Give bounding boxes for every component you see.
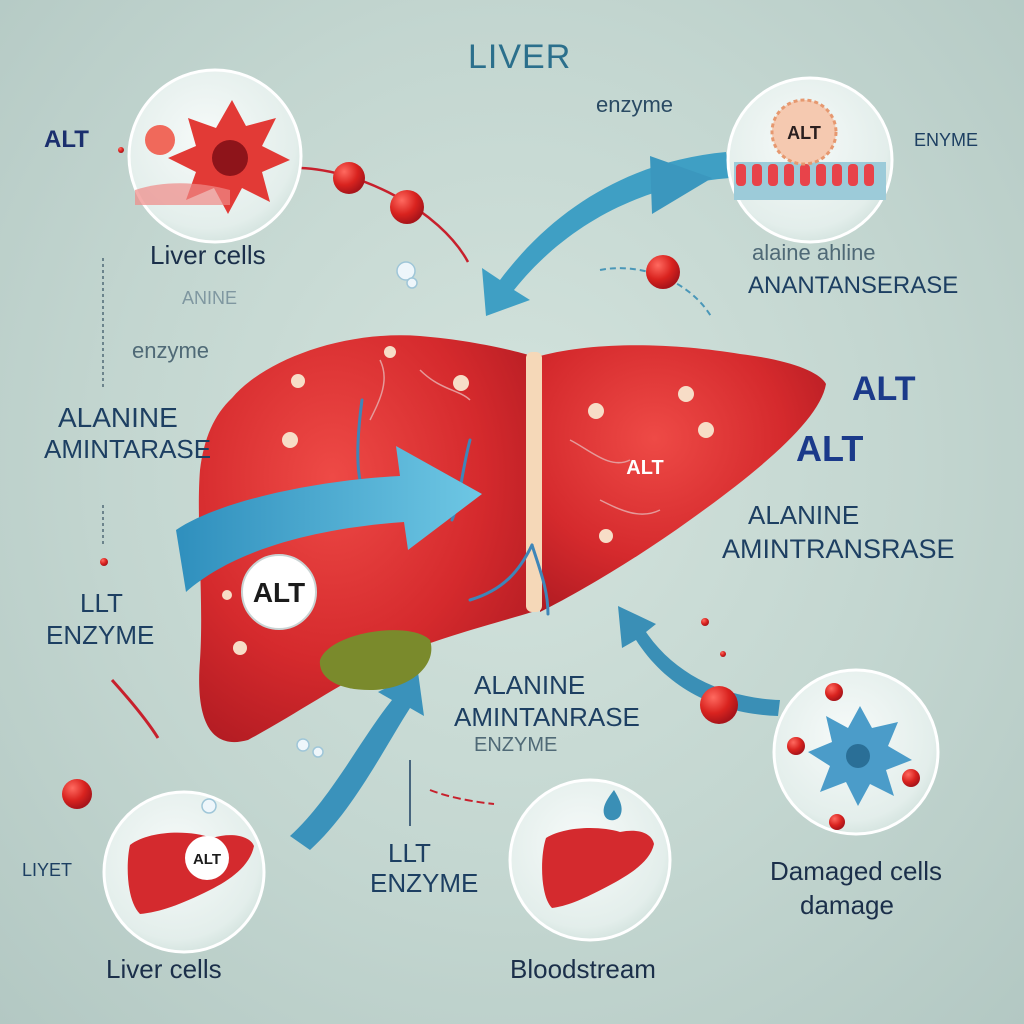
label-amintransrase-right: AMINTRANSRASE — [722, 534, 955, 564]
arrow-lower-left — [290, 672, 424, 850]
label-llt-center: LLT — [388, 838, 431, 868]
label-enzyme-left-2: ENZYME — [46, 620, 155, 650]
liver-right-lobe — [540, 345, 826, 612]
liver-alt-label-left: ALT — [253, 577, 305, 608]
label-enzyme-center-2: ENZYME — [370, 868, 479, 898]
arrow-top-head — [650, 156, 712, 214]
label-amintarase-left: AMINTARASE — [44, 434, 212, 464]
connector-line — [429, 789, 495, 805]
label-liyet: LIYET — [22, 860, 73, 880]
label-alanine-left: ALANINE — [58, 402, 178, 433]
circle-bottom-center — [508, 778, 672, 942]
bubbles — [201, 261, 418, 814]
small-liver-icon — [542, 828, 654, 908]
label-anine-faint: ANINE — [182, 288, 238, 308]
arrow-top — [482, 152, 730, 316]
label-enzyme-left: enzyme — [132, 338, 210, 363]
arrow-lower-right — [618, 606, 780, 716]
liver-left-lobe — [198, 335, 532, 743]
enzyme-blob-icon — [770, 98, 838, 166]
caption-bottom-left: Liver cells — [106, 954, 222, 984]
label-alanine-right: ALANINE — [748, 500, 860, 530]
circle-bottom-left: ALT — [102, 790, 266, 954]
circle-bottom-right — [772, 668, 940, 836]
label-alanine-center: ALANINE — [474, 670, 586, 700]
label-enzyme-center: ENZYME — [474, 734, 558, 756]
liver-alt-label-right: ALT — [626, 457, 663, 479]
label-alt-right-2: ALT — [796, 428, 864, 469]
red-droplets — [62, 147, 738, 809]
label-damage: damage — [800, 890, 894, 920]
circle-top-left — [127, 68, 303, 244]
caption-bottom-center: Bloodstream — [510, 954, 656, 984]
label-enzyme-top: enzyme — [596, 92, 674, 117]
connector-line — [110, 678, 160, 739]
liver-band-arrow — [176, 446, 482, 592]
gallbladder — [319, 630, 432, 690]
label-amintanrase-center: AMINTANRASE — [454, 702, 640, 732]
label-llt-left: LLT — [80, 588, 123, 618]
label-anantanserase: ANANTANSERASE — [748, 272, 959, 299]
label-enzyme-right: ENYME — [914, 130, 979, 150]
label-alt-right-1: ALT — [852, 370, 916, 408]
diagram-title: LIVER — [468, 38, 572, 76]
caption-top-left: Liver cells — [150, 240, 266, 270]
bottom-left-alt-badge: ALT — [193, 851, 221, 868]
connector-line — [299, 166, 470, 263]
blood-drop-icon — [603, 790, 622, 821]
liver-alt-badge-left: ALT — [241, 554, 317, 630]
liver — [176, 335, 826, 743]
label-aline-right: alaine ahline — [752, 240, 876, 265]
top-right-alt-badge: ALT — [787, 123, 821, 143]
label-alt-left-top: ALT — [44, 126, 89, 153]
circle-top-right: ALT — [726, 76, 894, 244]
label-damaged-cells: Damaged cells — [770, 856, 942, 886]
